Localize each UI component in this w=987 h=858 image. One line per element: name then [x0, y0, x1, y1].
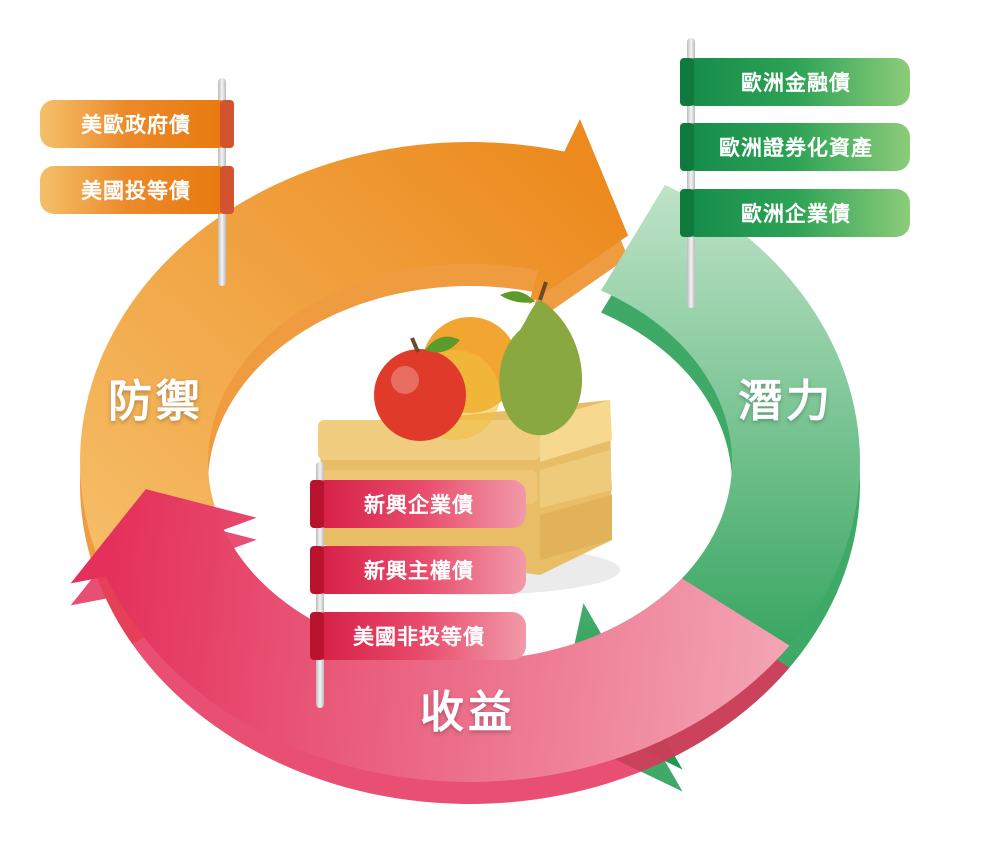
segment-label-income: 收益 — [420, 687, 516, 738]
sign-us-high-yield-bonds: 美國非投等債 — [310, 612, 526, 660]
segment-label-potential: 潛力 — [738, 376, 834, 427]
arrow-income — [70, 489, 790, 782]
sign-eu-securitized-assets: 歐洲證券化資產 — [680, 123, 910, 171]
arrow-defense — [80, 119, 629, 623]
sign-eu-corporate-bonds: 歐洲企業債 — [680, 189, 910, 237]
sign-eu-financial-bonds: 歐洲金融債 — [680, 58, 910, 106]
sign-us-eu-government-bonds: 美歐政府債 — [40, 100, 234, 148]
sign-em-sovereign-bonds: 新興主權債 — [310, 546, 526, 594]
sign-us-investment-grade-bonds: 美國投等債 — [40, 166, 234, 214]
segment-label-defense: 防禦 — [108, 376, 204, 427]
sign-em-corporate-bonds: 新興企業債 — [310, 480, 526, 528]
signpost-pole-potential — [687, 38, 695, 308]
